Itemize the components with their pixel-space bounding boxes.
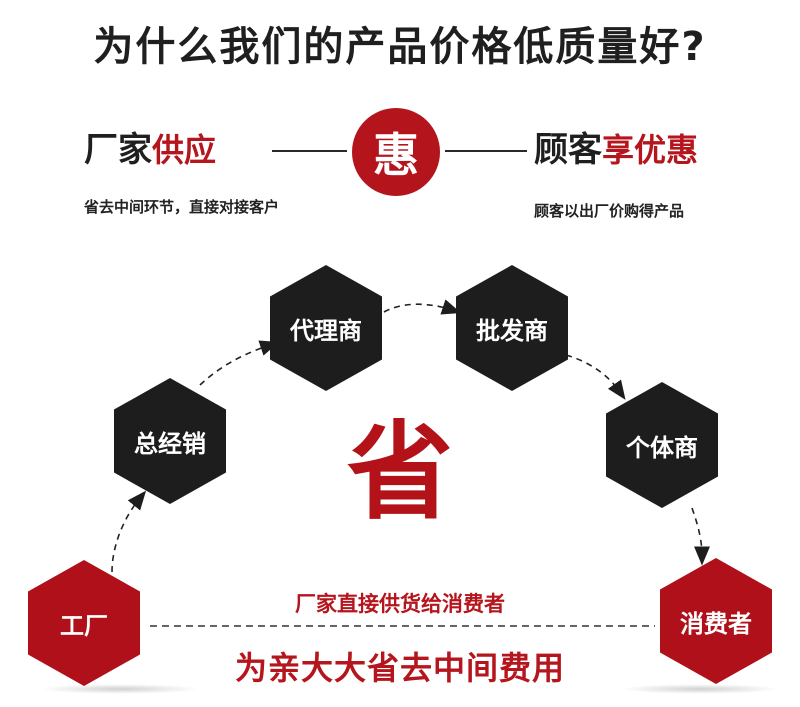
savings-label: 为亲大大省去中间费用	[234, 649, 565, 687]
individual-merchant-label: 个体商	[626, 433, 698, 462]
consumer-label: 消费者	[680, 609, 752, 638]
individual-merchant-node: 个体商	[606, 382, 718, 508]
customer-heading: 顾客享优惠	[534, 122, 698, 171]
general-distributor-label: 总经销	[134, 429, 206, 458]
agent-label: 代理商	[290, 316, 362, 345]
consumer-shadow	[620, 684, 780, 694]
enjoy-discount-word: 享优惠	[602, 131, 699, 169]
arrow-general-to-agent	[199, 340, 280, 386]
arrow-individual-to-consumer	[691, 507, 710, 566]
arrow-factory-to-general	[111, 490, 147, 573]
right-connector-line	[445, 150, 527, 152]
save-big-char: 省	[347, 411, 453, 534]
factory-shadow	[40, 684, 200, 694]
hui-char: 惠	[373, 128, 419, 182]
factory-word: 厂家	[84, 130, 152, 170]
left-caption: 省去中间环节，直接对接客户	[84, 198, 280, 216]
supply-word: 供应	[152, 131, 217, 169]
direct-supply-label: 厂家直接供货给消费者	[295, 592, 505, 616]
hui-badge: 惠	[352, 108, 440, 196]
wholesaler-label: 批发商	[476, 316, 548, 345]
general-distributor-node: 总经销	[114, 378, 226, 504]
factory-heading: 厂家供应	[84, 122, 216, 171]
consumer-node: 消费者	[660, 558, 772, 684]
left-connector-line	[272, 150, 347, 152]
right-caption: 顾客以出厂价购得产品	[534, 202, 685, 220]
arrow-wholesaler-to-individual	[565, 354, 626, 400]
customer-word: 顾客	[534, 130, 602, 170]
factory-label: 工厂	[60, 611, 108, 640]
page-title: 为什么我们的产品价格低质量好?	[93, 24, 707, 70]
arrow-agent-to-wholesaler	[383, 299, 462, 315]
